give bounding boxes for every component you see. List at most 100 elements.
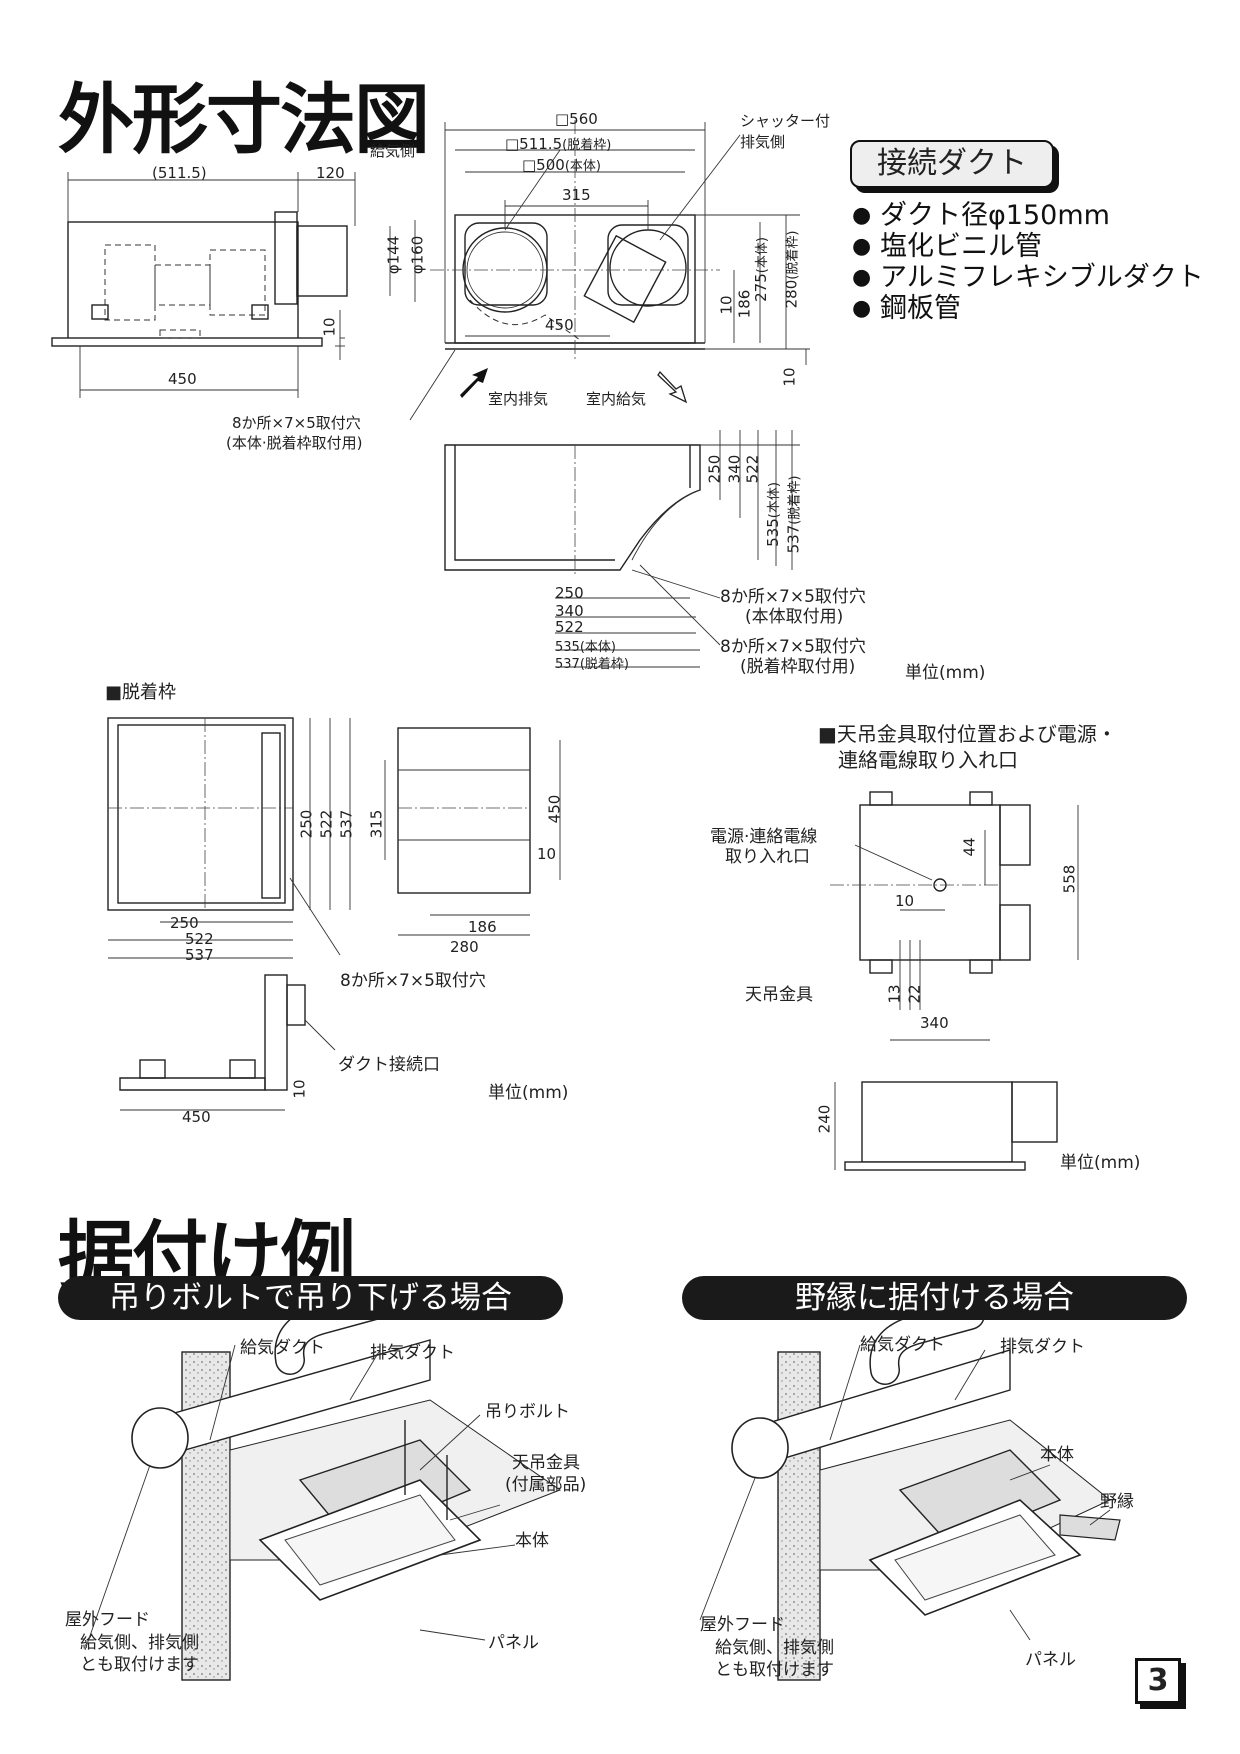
page-number: 3 [1135,1658,1181,1704]
dim-label: □560 [555,110,598,128]
dim-label: 450 [545,316,574,334]
front-view-drawing [409,120,810,421]
holes-label: 8か所×7×5取付穴 [720,637,866,657]
dim-label: 537 [337,809,356,839]
supply-duct-label: 給気ダクト [860,1335,945,1355]
supply-side-label: 給気側 [370,142,416,160]
dim-label: 275(本体) [751,237,770,302]
bracket-label: 天吊金具 [512,1453,580,1473]
dim-label: 10 [895,892,915,910]
dim-label: 522 [185,930,214,948]
duct-item: 塩化ビニル管 [852,231,1204,262]
dim-label: 280(脱着枠) [782,230,801,309]
dim-label: φ160 [408,235,427,275]
duct-port-label: ダクト接続口 [338,1055,440,1075]
hood-note: とも取付けます [80,1655,199,1675]
dim-label: 280 [450,938,479,956]
dim-label: 450 [545,794,564,824]
dim-label: 10 [780,367,799,387]
power-label: 取り入れ口 [725,847,810,867]
holes-label: 8か所×7×5取付穴 [232,414,361,432]
dim-label: 315 [367,809,386,839]
dim-label: 522 [555,618,584,636]
hood-label: 屋外フード [700,1615,785,1635]
holes-note: (本体取付用) [745,607,844,627]
dim-label: 315 [562,186,591,204]
duct-item: ダクト径φ150mm [852,200,1204,231]
dim-label: 537(脱着枠) [784,475,803,554]
dim-label: 44 [960,837,979,857]
dim-label: 450 [168,370,197,388]
dim-label: (511.5) [152,164,207,182]
dim-label: 250 [705,454,724,484]
body-label: 本体 [1040,1445,1074,1465]
indoor-supply-label: 室内給気 [586,390,647,408]
indoor-exhaust-label: 室内排気 [488,390,549,408]
duct-item: 鋼板管 [852,293,1204,324]
dim-label: 522 [743,454,762,484]
hanger-drawing [830,791,1079,1171]
dimension-title: 外形寸法図 [58,75,430,164]
install-illustration-2 [699,1295,1121,1681]
unit-label: 単位(mm) [905,663,986,683]
dim-label: 10 [537,845,557,863]
hood-note: とも取付けます [715,1660,834,1680]
dim-label: 558 [1060,864,1079,894]
example1-title: 吊りボルトで吊り下げる場合 [58,1276,563,1320]
dim-label: φ144 [384,235,403,275]
dim-label: 22 [905,984,924,1004]
frame-drawing [107,717,561,1111]
exhaust-side-label: 排気側 [740,133,786,151]
dim-label: 522 [317,809,336,839]
bracket-note: (付属部品) [505,1475,587,1495]
side-view-drawing [51,172,416,398]
duct-list: ダクト径φ150mm 塩化ビニル管 アルミフレキシブルダクト 鋼板管 [852,200,1204,324]
example2-title: 野縁に据付ける場合 [682,1276,1187,1320]
hood-note: 給気側、排気側 [715,1638,834,1658]
holes-note: (本体·脱着枠取付用) [226,434,363,452]
exhaust-duct-label: 排気ダクト [1000,1337,1085,1357]
hanger-heading: ■天吊金具取付位置および電源・ [818,722,1117,746]
install-illustration-1 [84,1287,562,1681]
duct-item: アルミフレキシブルダクト [852,262,1204,293]
unit-label: 単位(mm) [488,1083,569,1103]
dim-label: 535(本体) [555,640,616,655]
dim-label: 340 [920,1014,949,1032]
bracket-label: 天吊金具 [745,985,813,1005]
dim-label: 450 [182,1108,211,1126]
dim-label: 250 [170,914,199,932]
hanger-heading: 連絡電線取り入れ口 [838,748,1018,772]
hood-note: 給気側、排気側 [80,1633,199,1653]
holes-note: (脱着枠取付用) [740,657,856,677]
power-label: 電源·連絡電線 [710,827,818,847]
hood-label: 屋外フード [65,1610,150,1630]
joist-label: 野縁 [1100,1492,1134,1512]
exhaust-duct-label: 排気ダクト [370,1343,455,1363]
dim-label: 250 [555,584,584,602]
frame-heading: ■脱着枠 [105,682,177,703]
dim-label: 340 [725,454,744,484]
supply-duct-label: 給気ダクト [240,1338,325,1358]
shutter-label: シャッター付 [740,112,831,130]
panel-label: パネル [1025,1650,1076,1670]
holes-label: 8か所×7×5取付穴 [720,587,866,607]
bottom-view-drawing [444,430,800,668]
dim-label: 537 [185,946,214,964]
dim-label: □500(本体) [522,156,601,174]
dim-label: 10 [320,317,339,337]
dim-label: □511.5(脱着枠) [505,135,612,153]
duct-title: 接続ダクト [850,140,1054,188]
panel-label: パネル [488,1633,539,1653]
holes-label: 8か所×7×5取付穴 [340,971,486,991]
dim-label: 340 [555,602,584,620]
body-label: 本体 [515,1531,549,1551]
bolt-label: 吊りボルト [485,1402,570,1422]
dim-label: 10 [717,295,736,315]
dim-label: 537(脱着枠) [555,657,629,672]
dim-label: 186 [468,918,497,936]
dim-label: 250 [297,809,316,839]
dim-label: 10 [290,1079,309,1099]
dim-label: 13 [885,984,904,1004]
unit-label: 単位(mm) [1060,1153,1141,1173]
